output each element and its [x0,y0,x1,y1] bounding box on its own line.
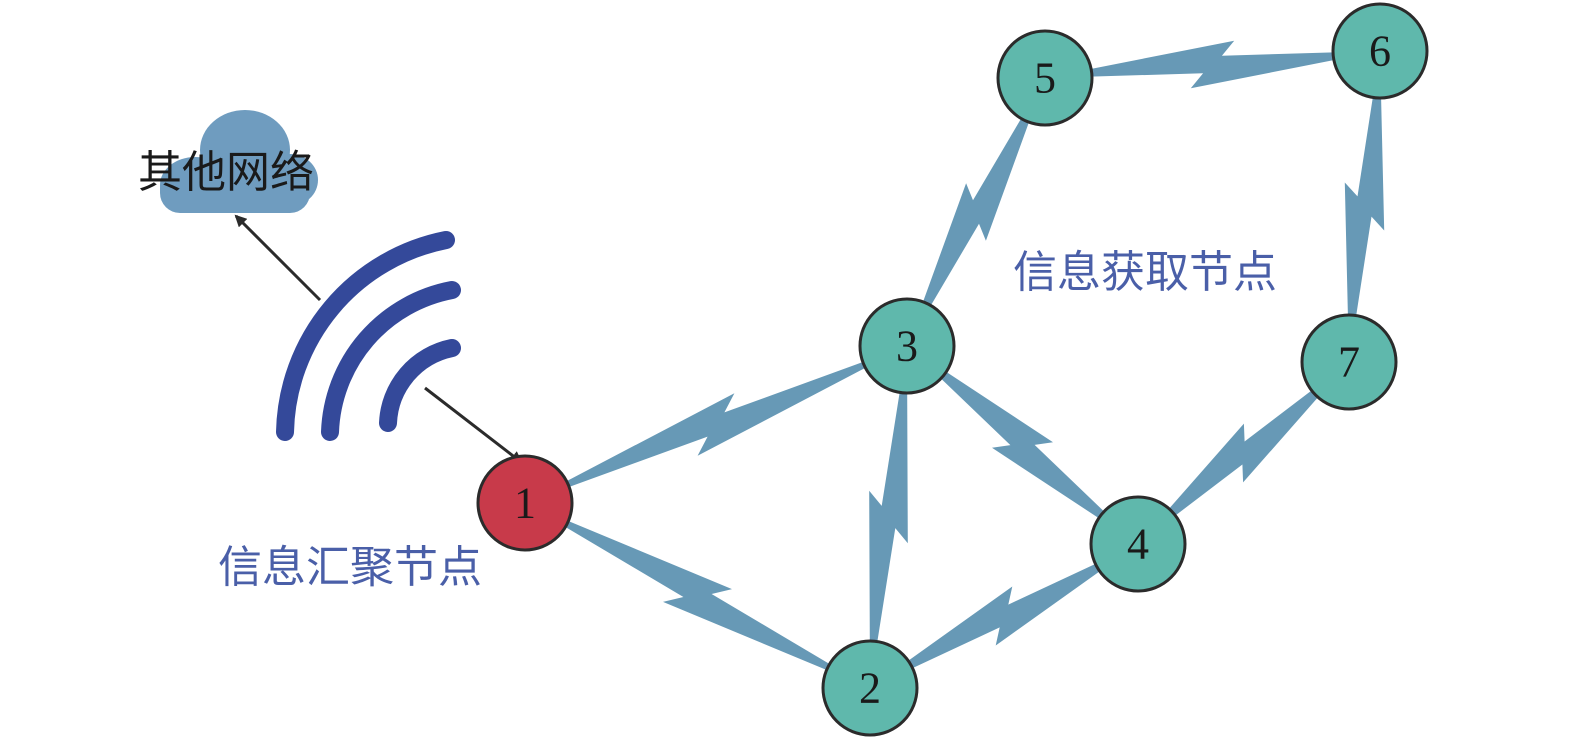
links-layer [525,40,1385,688]
node-circle [996,29,1094,127]
sensor-node-7: 7 [1300,313,1398,411]
wireless-link-3-4 [907,346,1138,544]
sink-node-1: 1 [476,454,574,552]
node-circle [858,297,956,395]
sensor-node-4: 4 [1089,495,1187,593]
node-label: 3 [896,322,918,371]
sensor-node-6: 6 [1331,2,1429,100]
node-circle [1300,313,1398,411]
wireless-link-7-4 [1138,362,1349,544]
wireless-link-2-4 [870,544,1138,688]
sensor-node-2: 2 [821,639,919,737]
node-label: 4 [1127,520,1149,569]
wireless-link-1-2 [525,503,870,688]
node-label: 6 [1369,27,1391,76]
node-circle [476,454,574,552]
nodes-layer: 1 2 3 4 5 6 7 [476,2,1429,737]
node-circle [821,639,919,737]
downlink-arrow [424,386,523,464]
wireless-link-5-6 [1045,40,1380,89]
node-label: 7 [1338,338,1360,387]
sink-node-caption: 信息汇聚节点 [218,542,482,593]
node-circle [1089,495,1187,593]
node-circle [1331,2,1429,100]
node-label: 2 [859,664,881,713]
wireless-link-6-7 [1344,51,1385,362]
cloud-icon [160,110,318,213]
uplink-arrow [234,214,322,302]
wireless-signal-icon [276,231,461,441]
wireless-link-3-5 [907,78,1045,346]
wireless-link-1-3 [525,346,907,503]
sensor-node-5: 5 [996,29,1094,127]
wireless-link-2-3 [869,346,908,688]
sensor-node-3: 3 [858,297,956,395]
sensor-node-caption: 信息获取节点 [1013,247,1277,298]
node-label: 1 [514,479,536,528]
cloud-label: 其他网络 [138,147,314,198]
node-label: 5 [1034,54,1056,103]
